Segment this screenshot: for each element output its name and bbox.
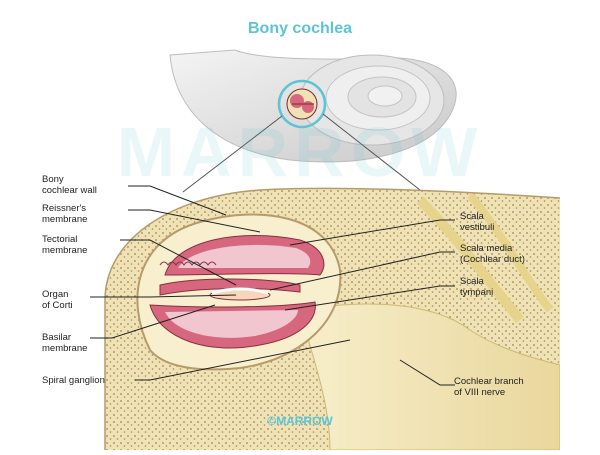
footer-brand: ©MARROW [267,414,333,428]
cross-section [105,188,560,450]
zoom-line-left [182,115,283,193]
label-spiral-ganglion: Spiral ganglion [42,375,105,386]
watermark: MARROW [116,113,484,191]
label-scala-media: Scala media(Cochlear duct) [460,243,525,265]
cochlea-shell [169,49,457,163]
page-title: Bony cochlea [247,20,353,37]
zoom-line-right [322,113,421,191]
leader-lines [90,185,455,386]
